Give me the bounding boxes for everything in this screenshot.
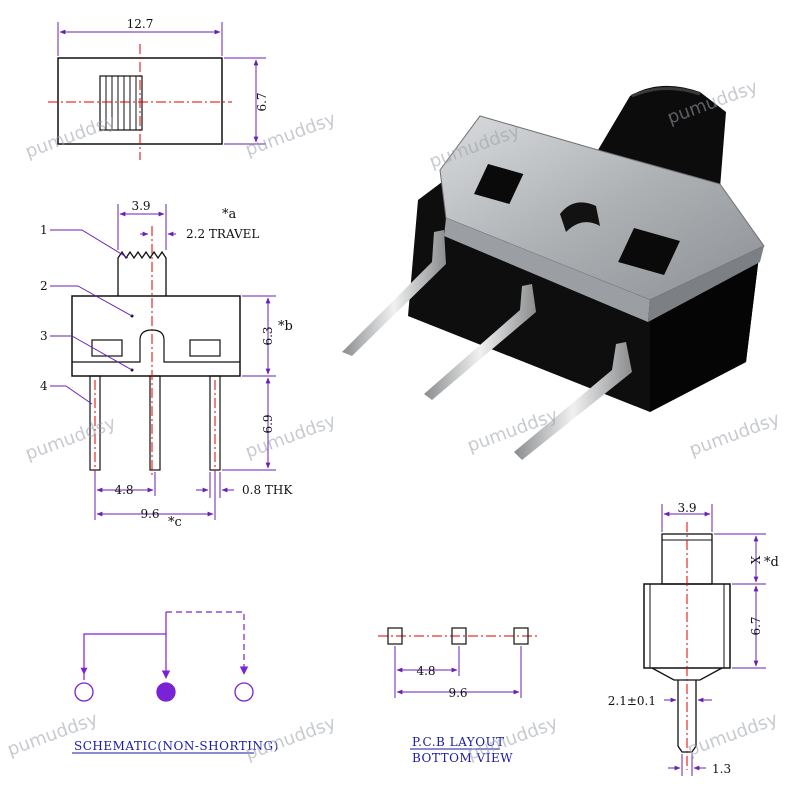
schematic-terminal-common <box>156 682 176 702</box>
pcb-pitch-label: 4.8 <box>416 664 435 678</box>
side-pitch-label: 4.8 <box>114 483 133 497</box>
photo-cover-window-right <box>618 228 680 275</box>
pcb-span-label: 9.6 <box>448 686 467 700</box>
side-body-height-label: 6.3 <box>261 326 275 345</box>
callout-1: 1 <box>40 223 48 237</box>
side-pin-length-label: 6.9 <box>261 414 275 433</box>
photo-pin-3 <box>514 342 632 460</box>
product-photo <box>342 85 765 460</box>
pcb-layout: 4.8 9.6 P.C.B LAYOUT BOTTOM VIEW <box>378 627 540 765</box>
callout-2: 2 <box>40 279 48 293</box>
top-view-actuator <box>99 75 143 131</box>
schematic-terminal-right <box>234 682 254 702</box>
side-view-pin-2 <box>149 375 161 471</box>
side-actuator-width-label: 3.9 <box>131 199 150 213</box>
callout-1-leader <box>81 229 129 259</box>
side-view-actuator <box>117 250 167 296</box>
end-pin-width-label: 2.1±0.1 <box>608 694 656 708</box>
side-span-label: 9.6 <box>140 507 159 521</box>
side-body-height-note: *b <box>278 319 293 334</box>
end-body-height-label: 6.7 <box>749 616 763 635</box>
top-width-dim-label: 12.7 <box>127 17 154 31</box>
watermark-6: pumuddsy <box>243 410 339 462</box>
watermark-1: pumuddsy <box>23 110 119 162</box>
end-x-label: X <box>749 555 763 564</box>
pcb-caption-line2: BOTTOM VIEW <box>412 751 513 765</box>
photo-cover-window-left <box>474 164 524 204</box>
watermark-8: pumuddsy <box>687 408 783 460</box>
side-view-body <box>71 295 241 377</box>
top-view: 12.7 6.7 <box>48 17 269 160</box>
end-pin-tip-label: 1.3 <box>712 762 731 776</box>
side-travel-note: *a <box>222 207 237 222</box>
callout-3: 3 <box>40 329 48 343</box>
photo-pin-1 <box>342 230 446 356</box>
pcb-pad-2 <box>451 627 467 645</box>
top-height-dim-label: 6.7 <box>255 92 269 111</box>
callout-2-leader <box>77 285 133 317</box>
callout-3-leader <box>71 335 133 371</box>
schematic-caption: SCHEMATIC(NON-SHORTING) <box>74 739 279 753</box>
photo-actuator-ridges <box>631 86 701 98</box>
schematic-terminal-left <box>74 682 94 702</box>
callout-4-leader <box>65 385 93 405</box>
photo-pin-2 <box>424 284 536 400</box>
watermark-5: pumuddsy <box>23 412 119 464</box>
side-view: 3.9 2.2 TRAVEL *a 6.3 *b 6.9 4.8 0.8 THK… <box>40 199 293 530</box>
pcb-caption-line1: P.C.B LAYOUT <box>412 735 505 749</box>
photo-cover-right <box>648 246 764 322</box>
end-view: 3.9 X *d 6.7 2.1±0.1 1.3 <box>608 501 779 776</box>
schematic-open-path <box>166 611 249 675</box>
photo-cover-slot <box>560 202 600 232</box>
schematic: SCHEMATIC(NON-SHORTING) <box>72 611 279 754</box>
schematic-closed-path <box>83 633 166 680</box>
side-view-cover-edge <box>72 329 240 363</box>
side-view-window-left <box>91 339 123 357</box>
end-x-note: *d <box>764 555 779 570</box>
side-thickness-label: 0.8 THK <box>242 483 293 497</box>
pcb-pad-1 <box>387 627 403 645</box>
end-actuator-width-label: 3.9 <box>677 501 696 515</box>
side-span-note: *c <box>168 515 182 530</box>
side-view-callouts: 1 2 3 4 <box>40 223 133 405</box>
photo-cover-front <box>444 218 650 322</box>
side-view-window-right <box>189 339 221 357</box>
pcb-pad-3 <box>513 627 529 645</box>
watermark-12: pumuddsy <box>685 708 781 760</box>
watermark-2: pumuddsy <box>243 108 339 160</box>
callout-4: 4 <box>40 379 48 393</box>
side-travel-label: 2.2 TRAVEL <box>186 227 259 241</box>
